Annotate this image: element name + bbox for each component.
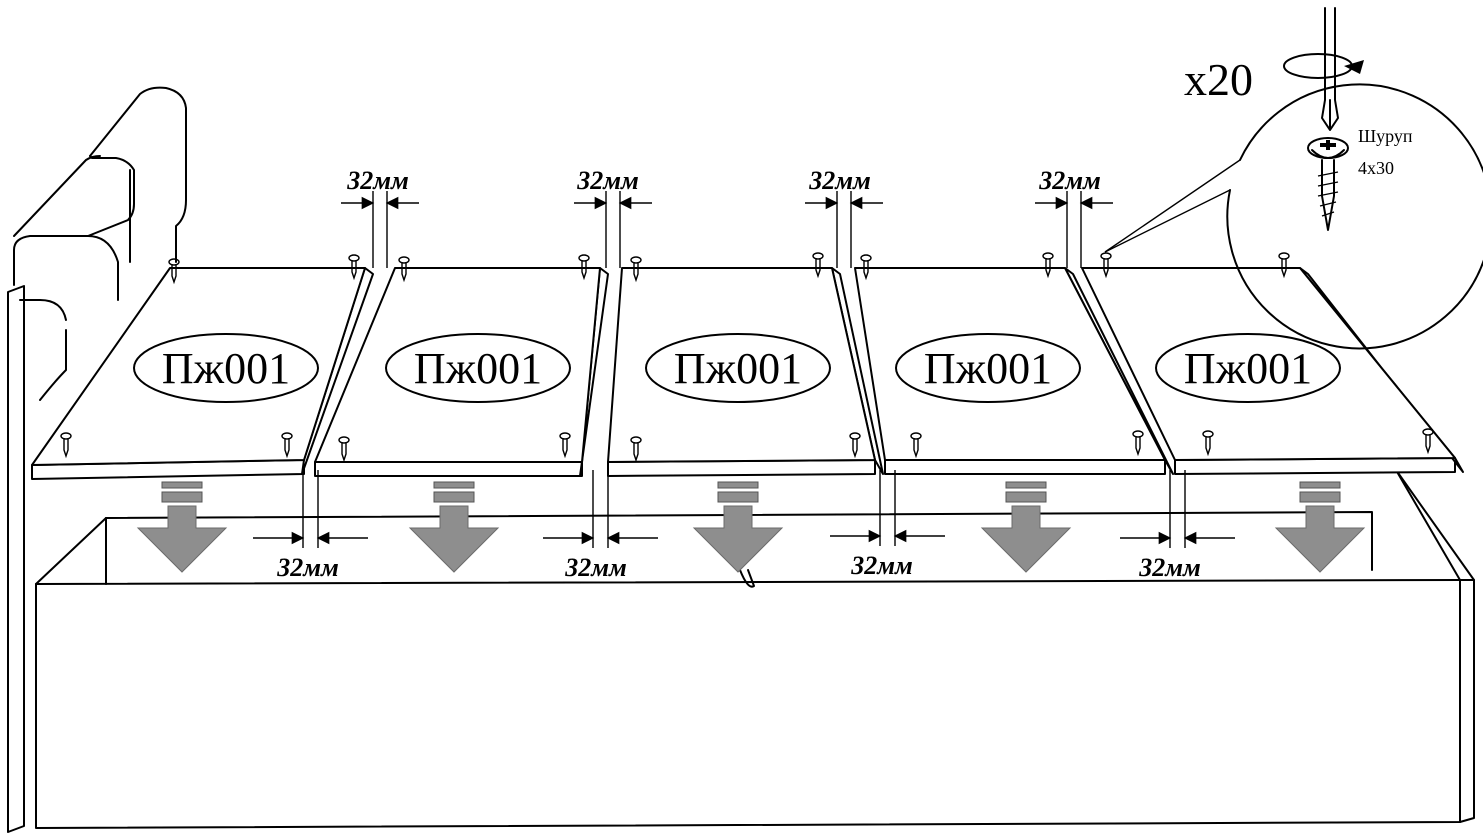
gap-dimension-top: 32мм <box>574 166 652 268</box>
gap-dimension-top: 32мм <box>805 166 883 268</box>
screw-mark <box>60 432 72 459</box>
screw-mark <box>630 256 642 283</box>
screwdriver-icon <box>1283 7 1364 131</box>
panel-label: Пж001 <box>1184 344 1312 393</box>
screw-mark <box>398 256 410 283</box>
gap-dimensions: 32мм 32мм 32мм 32мм 32мм 32мм 32мм 32мм <box>253 166 1235 582</box>
screw-mark <box>849 432 861 459</box>
screw-mark <box>910 432 922 459</box>
svg-text:32мм: 32мм <box>576 166 639 195</box>
screw-mark <box>812 252 824 279</box>
panel-label-oval <box>1155 333 1341 403</box>
screw-mark <box>1042 252 1054 279</box>
screw-mark <box>1278 252 1290 279</box>
support-stack-group <box>161 481 1341 503</box>
screw-mark <box>559 432 571 459</box>
support-slats <box>161 481 203 503</box>
down-arrow-icon <box>408 505 500 573</box>
panel-label-oval <box>133 333 319 403</box>
down-arrow-icon <box>692 505 784 573</box>
gap-dimension-bottom: 32мм <box>1120 470 1235 582</box>
panel-label: Пж001 <box>674 344 802 393</box>
gap-dimension-bottom: 32мм <box>830 470 945 580</box>
gap-dimension-top: 32мм <box>1035 166 1113 268</box>
board: Пж001 <box>607 267 884 477</box>
support-slats <box>1299 481 1341 503</box>
screw-callout: x20 Шуруп 4x30 <box>1104 7 1483 350</box>
screw-mark <box>168 258 180 285</box>
panel-label-oval <box>385 333 571 403</box>
down-arrow-icon <box>980 505 1072 573</box>
screw-mark <box>1100 252 1112 279</box>
screws-group <box>60 252 1434 463</box>
screw-mark <box>1422 428 1434 455</box>
screw-mark <box>860 254 872 281</box>
svg-text:32мм: 32мм <box>1038 166 1101 195</box>
screw-mark <box>1202 430 1214 457</box>
board: Пж001 <box>854 267 1174 475</box>
panel-label: Пж001 <box>414 344 542 393</box>
screw-size: 4x30 <box>1358 158 1394 178</box>
svg-text:32мм: 32мм <box>276 553 339 582</box>
screw-count: x20 <box>1184 54 1253 105</box>
panel-label-oval <box>645 333 831 403</box>
screw-mark <box>338 436 350 463</box>
screw-name: Шуруп <box>1358 126 1413 146</box>
screw-mark <box>630 436 642 463</box>
board: Пж001 <box>1081 267 1464 475</box>
support-slats <box>433 481 475 503</box>
bed-frame <box>35 469 1475 829</box>
gap-dimension-top: 32мм <box>341 166 419 268</box>
bed-boards: Пж001 Пж001 Пж001 Пж001 Пж001 <box>31 267 1464 480</box>
svg-text:32мм: 32мм <box>346 166 409 195</box>
gap-dimension-bottom: 32мм <box>253 470 368 582</box>
screw-mark <box>1132 430 1144 457</box>
gap-dimension-bottom: 32мм <box>543 470 658 582</box>
screw-mark <box>348 254 360 281</box>
support-slats <box>1005 481 1047 503</box>
down-arrow-icon <box>136 505 228 573</box>
screw-icon <box>1307 137 1349 231</box>
down-arrows <box>136 505 1366 573</box>
screw-mark <box>578 254 590 281</box>
board: Пж001 <box>31 267 374 480</box>
svg-text:32мм: 32мм <box>1138 553 1201 582</box>
down-arrow-icon <box>1274 505 1366 573</box>
board: Пж001 <box>314 267 609 477</box>
panel-label: Пж001 <box>924 344 1052 393</box>
panel-label: Пж001 <box>162 344 290 393</box>
panel-label-oval <box>895 333 1081 403</box>
svg-text:32мм: 32мм <box>808 166 871 195</box>
support-slats <box>717 481 759 503</box>
svg-text:32мм: 32мм <box>850 551 913 580</box>
headboard <box>7 86 187 833</box>
svg-text:32мм: 32мм <box>564 553 627 582</box>
screw-mark <box>281 432 293 459</box>
